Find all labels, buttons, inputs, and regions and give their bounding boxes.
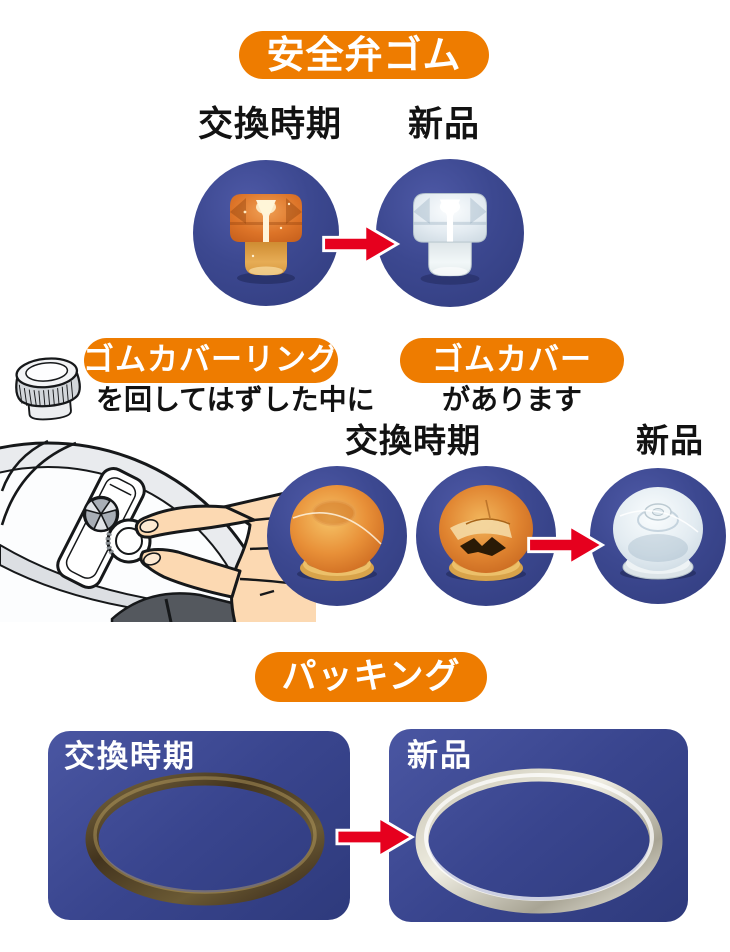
new-gasket-ring-graphic	[415, 768, 663, 914]
rubber-cover-badge: ゴムカバー	[400, 338, 624, 383]
arrow-right-icon	[335, 814, 415, 860]
rubber-cover-new-label: 新品	[636, 421, 704, 460]
rubber-cover-ring-caption: を回してはずした中に	[96, 383, 375, 416]
safety-valve-old-label: 交換時期	[197, 105, 342, 145]
hand-removing-cover-illustration	[0, 439, 316, 622]
rubber-cover-ring-badge: ゴムカバーリング	[83, 338, 338, 383]
packing-new-photo	[389, 729, 688, 922]
rubber-cover-old-photo-2	[416, 466, 556, 606]
old-gasket-ring-graphic	[85, 772, 325, 906]
rubber-cover-ring-knob-icon	[15, 357, 81, 421]
safety-valve-new-label: 新品	[407, 105, 480, 145]
old-safety-valve-graphic	[230, 194, 302, 284]
packing-old-label: 交換時期	[64, 739, 196, 775]
new-safety-valve-graphic	[413, 192, 487, 285]
arrow-right-icon	[322, 222, 401, 266]
safety-valve-rubber-badge: 安全弁ゴム	[239, 31, 489, 79]
safety-valve-new-photo	[376, 159, 524, 307]
rubber-cover-old-photo-1	[267, 466, 407, 606]
arrow-right-icon	[527, 523, 606, 567]
rubber-cover-caption: があります	[441, 383, 582, 416]
safety-valve-old-photo	[193, 160, 339, 306]
packing-badge: パッキング	[255, 652, 487, 702]
old-rubber-cover-graphic	[290, 485, 384, 581]
rubber-cover-old-label: 交換時期	[345, 421, 481, 460]
new-rubber-cover-graphic	[613, 487, 703, 580]
cracked-rubber-cover-graphic	[439, 485, 533, 581]
rubber-cover-new-photo	[590, 468, 726, 604]
packing-new-label: 新品	[407, 738, 473, 774]
